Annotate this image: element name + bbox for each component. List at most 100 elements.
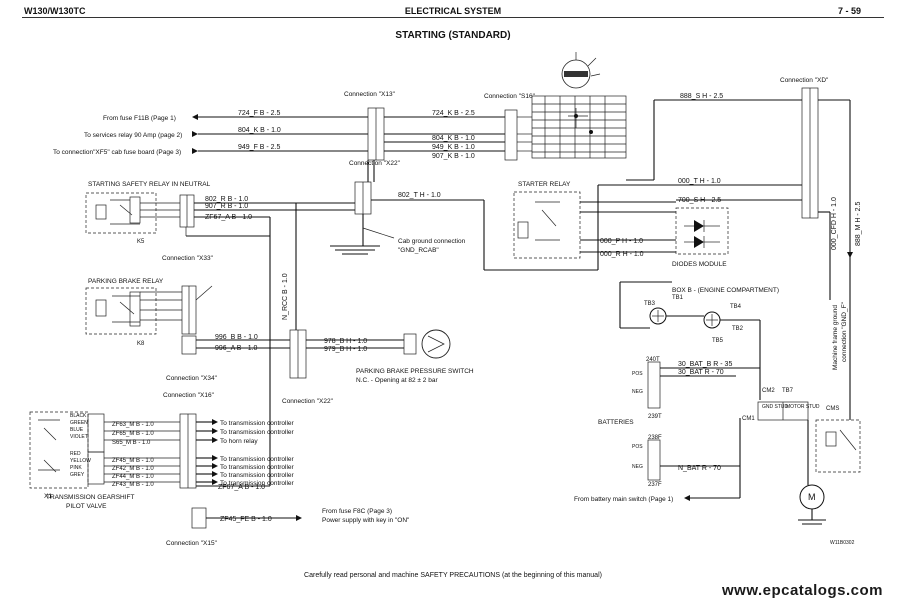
wire-000t: 000_T H - 1.0 <box>678 178 721 185</box>
wire-30-bat-b: 30_BAT_B R - 35 <box>678 361 732 368</box>
label-tb5: TB5 <box>712 338 724 344</box>
wire-s65m: S65_M B - 1.0 <box>112 440 151 446</box>
watermark: www.epcatalogs.com <box>722 582 883 599</box>
label-box-b: BOX B - (ENGINE COMPARTMENT) <box>672 287 779 294</box>
label-x1: X1 <box>44 493 52 500</box>
note-services-relay: To services relay 90 Amp (page 2) <box>84 132 182 139</box>
wire-n-bat: N_BAT R - 70 <box>678 465 721 472</box>
label-diodes-module: DIODES MODULE <box>672 261 727 268</box>
label-parking-brake-relay: PARKING BRAKE RELAY <box>88 278 164 285</box>
key-switch-s16 <box>504 52 627 161</box>
label-machine-ground-2: connection "GND_F" <box>841 301 848 362</box>
relay-k5 <box>85 192 195 234</box>
gearshift-color-1: GREEN <box>70 420 88 426</box>
note-to-trans-1: To transmission controller <box>220 420 295 427</box>
label-gnd-stud: GND STUD <box>762 404 789 410</box>
wire-949k: 949_K B - 1.0 <box>432 144 475 151</box>
wire-zf43m: ZF43_M B - 1.0 <box>112 482 154 488</box>
note-xf5-fuse-board: To connection"XF5" cab fuse board (Page … <box>53 149 181 156</box>
label-motor-stud: MOTOR STUD <box>786 404 820 410</box>
battery-lower <box>647 439 740 481</box>
battery-upper <box>647 361 760 409</box>
wire-888s: 888_S H - 2.5 <box>680 93 723 100</box>
label-tb3: TB3 <box>644 301 656 307</box>
wire-996b: 996_B B - 1.0 <box>215 334 258 341</box>
label-pos-1: POS <box>632 371 643 377</box>
label-neg-1: NEG <box>632 389 643 395</box>
wire-804k-right: 804_K B - 1.0 <box>432 135 475 142</box>
note-to-trans-6: To transmission controller <box>220 480 295 487</box>
header-page-number: 7 - 59 <box>838 6 862 16</box>
label-240t: 240T <box>646 357 660 363</box>
label-starter-relay: STARTER RELAY <box>518 181 571 188</box>
label-238f: 238F <box>648 435 662 441</box>
wire-zf42m: ZF42_M B - 1.0 <box>112 466 154 472</box>
label-connection-x33: Connection "X33" <box>162 255 214 262</box>
wire-907k: 907_K B - 1.0 <box>432 153 475 160</box>
note-to-trans-5: To transmission controller <box>220 472 295 479</box>
wire-zf63m: ZF63_M B - 1.0 <box>112 422 154 428</box>
label-pb-switch-note: N.C. - Opening at 82 ± 2 bar <box>356 377 438 384</box>
label-neg-2: NEG <box>632 464 643 470</box>
label-237f: 237F <box>648 482 662 488</box>
label-pb-switch: PARKING BRAKE PRESSURE SWITCH <box>356 368 474 375</box>
wire-802t: 802_T H - 1.0 <box>398 192 441 199</box>
wire-000cfd: 000_CFD H - 1.0 <box>831 197 838 250</box>
label-connection-x22-top: Connection "X22" <box>349 160 401 167</box>
label-connection-x16: Connection "X16" <box>163 392 215 399</box>
label-cms: CMS <box>826 406 839 412</box>
box-b-terminals <box>619 307 761 400</box>
label-connection-x15: Connection "X15" <box>166 540 218 547</box>
gearshift-color-7: GREY <box>70 472 85 478</box>
gearshift-color-5: YELLOW <box>70 458 91 464</box>
starter-motor-studs <box>757 401 809 421</box>
xd-connector <box>801 87 819 219</box>
label-239t: 239T <box>648 414 662 420</box>
wire-978b: 978_B H - 1.0 <box>324 338 367 345</box>
label-cm1: CM1 <box>742 416 755 422</box>
label-k5: K5 <box>137 239 145 245</box>
wire-949f: 949_F B - 2.5 <box>238 144 281 151</box>
diagram-title: STARTING (STANDARD) <box>395 30 511 41</box>
note-from-fuse-f8c-1: From fuse F8C (Page 3) <box>322 508 392 515</box>
label-tb1: TB1 <box>672 295 684 301</box>
label-batteries: BATTERIES <box>598 419 634 426</box>
gearshift-color-6: PINK <box>70 465 82 471</box>
label-connection-x34: Connection "X34" <box>166 375 218 382</box>
label-connection-x22-bottom: Connection "X22" <box>282 398 334 405</box>
gearshift-color-2: BLUE <box>70 427 84 433</box>
wire-zf45m: ZF45_M B - 1.0 <box>112 458 154 464</box>
label-starting-safety-relay: STARTING SAFETY RELAY IN NEUTRAL <box>88 181 211 188</box>
label-ref-code: W11B0302 <box>830 540 855 546</box>
label-cm2: CM2 <box>762 388 775 394</box>
starter-motor <box>798 390 861 525</box>
wire-n-rcc: N_RCC B - 1.0 <box>282 273 289 320</box>
label-tb7: TB7 <box>782 388 794 394</box>
label-motor: M <box>808 492 816 502</box>
x15-connector <box>191 507 207 529</box>
wire-000r: 000_R H - 1.0 <box>600 251 644 258</box>
wire-888m: 888_M H - 2.5 <box>855 202 862 246</box>
x13-connector <box>367 107 385 161</box>
label-pos-2: POS <box>632 444 643 450</box>
label-connection-xd: Connection "XD" <box>780 77 829 84</box>
parking-brake-pressure-switch <box>403 329 451 359</box>
note-battery-main-switch: From battery main switch (Page 1) <box>574 496 673 503</box>
header-model: W130/W130TC <box>24 6 86 16</box>
label-tb2: TB2 <box>732 326 744 332</box>
label-connection-x13: Connection "X13" <box>344 91 396 98</box>
footer-safety-note: Carefully read personal and machine SAFE… <box>304 572 602 579</box>
wire-802r: 802_R B - 1.0 <box>205 196 248 203</box>
diodes-module <box>675 207 729 255</box>
note-from-fuse-f8c-2: Power supply with key in "ON" <box>322 517 410 524</box>
label-cab-ground-1: Cab ground connection <box>398 238 466 245</box>
note-to-trans-3: To transmission controller <box>220 456 295 463</box>
wire-000p: 000_P H - 1.0 <box>600 238 643 245</box>
note-to-trans-2: To transmission controller <box>220 429 295 436</box>
note-to-horn-relay: To horn relay <box>220 438 258 445</box>
wire-zf67a-bottom: ZF67_A B - 1.0 <box>218 484 265 491</box>
wire-907r: 907_R B - 1.0 <box>205 203 248 210</box>
label-tb4: TB4 <box>730 304 742 310</box>
header-rule <box>22 17 884 18</box>
wire-zf67a: ZF67_A B - 1.0 <box>205 214 252 221</box>
